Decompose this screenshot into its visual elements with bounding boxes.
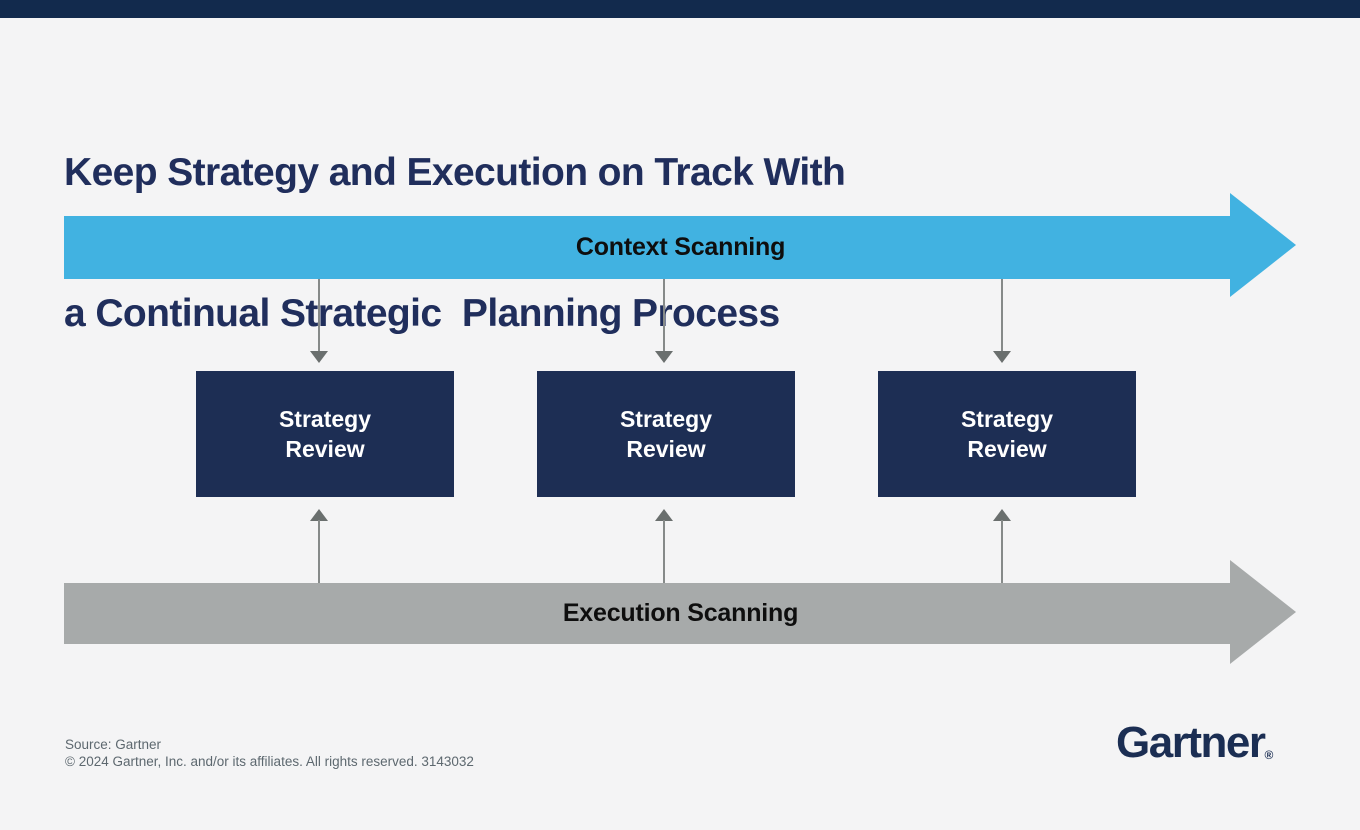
connector-up-2 xyxy=(654,509,674,583)
connector-down-2 xyxy=(654,279,674,363)
context-arrowhead-icon xyxy=(1230,193,1296,297)
arrow-up-icon xyxy=(310,509,328,521)
execution-arrow-label: Execution Scanning xyxy=(562,599,799,627)
footer: Source: Gartner © 2024 Gartner, Inc. and… xyxy=(65,736,474,770)
footer-copyright: © 2024 Gartner, Inc. and/or its affiliat… xyxy=(65,754,474,769)
connector-line xyxy=(1001,279,1003,352)
context-arrow-label: Context Scanning xyxy=(575,233,786,261)
page-title-line-2: a Continual Strategic Planning Process xyxy=(64,292,780,335)
page-title-line-1: Keep Strategy and Execution on Track Wit… xyxy=(64,151,846,194)
arrow-up-icon xyxy=(655,509,673,521)
connector-down-1 xyxy=(309,279,329,363)
connector-up-3 xyxy=(992,509,1012,583)
page-title: Keep Strategy and Execution on Track Wit… xyxy=(64,55,846,431)
arrow-down-icon xyxy=(655,351,673,363)
connector-line xyxy=(318,520,320,583)
arrow-down-icon xyxy=(310,351,328,363)
gartner-logo: Gartner® xyxy=(1116,718,1273,768)
strategy-review-box-3: Strategy Review xyxy=(878,371,1136,497)
strategy-review-box-2: Strategy Review xyxy=(537,371,795,497)
execution-arrow-body xyxy=(64,583,1230,644)
registered-trademark-icon: ® xyxy=(1264,748,1274,762)
execution-scanning-arrow: Execution Scanning xyxy=(64,560,1297,665)
connector-down-3 xyxy=(992,279,1012,363)
connector-up-1 xyxy=(309,509,329,583)
connector-line xyxy=(1001,520,1003,583)
context-arrow-body xyxy=(64,216,1230,279)
arrow-up-icon xyxy=(993,509,1011,521)
execution-arrowhead-icon xyxy=(1230,560,1296,664)
gartner-wordmark: Gartner xyxy=(1116,718,1266,767)
arrow-down-icon xyxy=(993,351,1011,363)
strategy-review-box-1: Strategy Review xyxy=(196,371,454,497)
footer-source: Source: Gartner xyxy=(65,737,162,752)
connector-line xyxy=(663,520,665,583)
context-scanning-arrow: Context Scanning xyxy=(64,193,1297,298)
top-accent-bar xyxy=(0,0,1360,18)
connector-line xyxy=(663,279,665,352)
connector-line xyxy=(318,279,320,352)
